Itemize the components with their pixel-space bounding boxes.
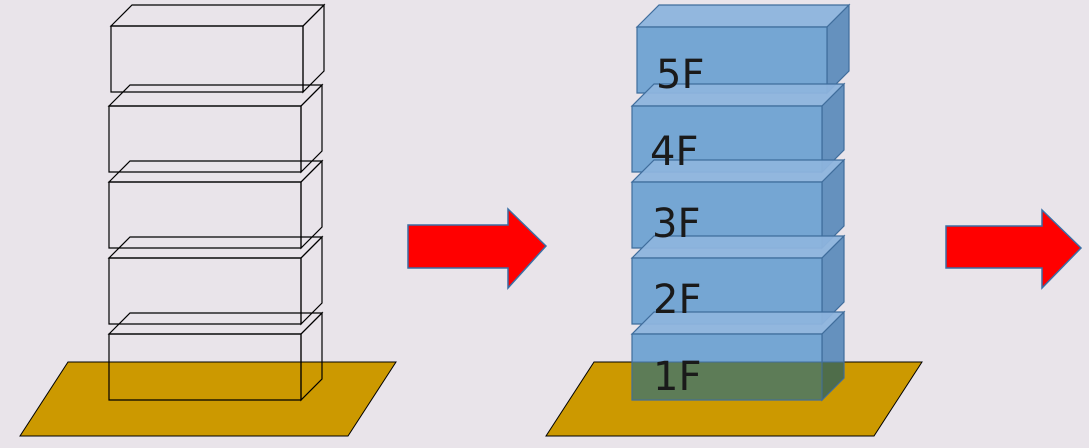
left-floor-5f: [109, 3, 326, 94]
floor-label-3f: 3F: [652, 201, 700, 247]
right-floor-5f-top: [635, 4, 851, 28]
floor-label-1f: 1F: [653, 354, 701, 400]
left-floor-5f-front: [110, 25, 304, 93]
floor-label-5f: 5F: [656, 52, 704, 98]
left-floor-4f-front: [108, 105, 302, 173]
right-floors: [630, 3, 851, 402]
left-floors: [107, 3, 326, 402]
right-arrow-1: [407, 207, 548, 290]
floor-label-4f: 4F: [650, 129, 698, 175]
left-floor-3f-front: [108, 181, 302, 249]
ground-overlap-side-shade: [821, 361, 845, 402]
right-floor-3f: [630, 158, 846, 250]
left-floor-4f: [107, 83, 324, 174]
left-building: [19, 3, 397, 437]
floor-labels: 5F 4F 3F 2F 1F: [650, 52, 704, 400]
left-floor-1f: [107, 311, 324, 402]
ground-plate-left: [19, 361, 397, 437]
right-floor-5f: [635, 3, 851, 95]
right-floor-4f: [630, 82, 846, 174]
left-floor-3f: [107, 159, 324, 250]
left-floor-2f: [107, 235, 324, 326]
right-arrow-2: [945, 208, 1083, 290]
right-floor-2f: [630, 234, 846, 326]
left-floor-1f-front: [108, 333, 302, 401]
right-building: 5F 4F 3F 2F 1F: [545, 3, 923, 437]
left-floor-2f-front: [108, 257, 302, 325]
floor-label-2f: 2F: [653, 277, 701, 323]
